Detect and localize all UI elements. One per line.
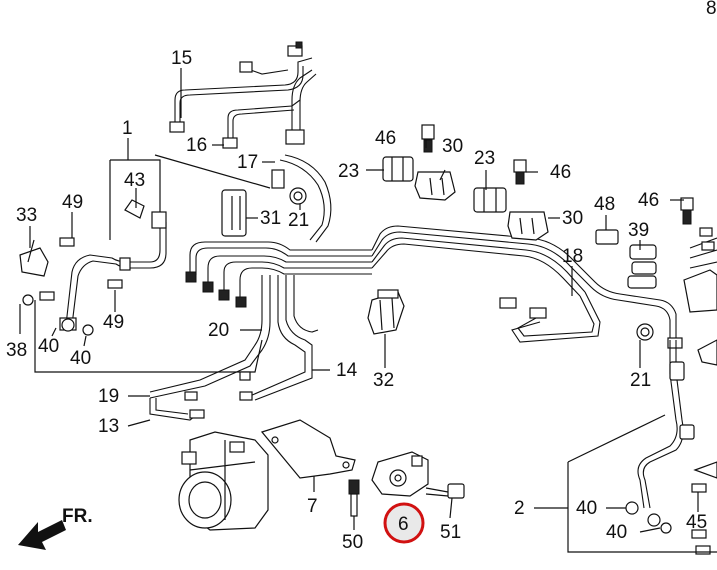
right-side-parts — [595, 197, 717, 341]
callout-7: 7 — [307, 496, 318, 517]
front-direction-arrow: FR. — [18, 506, 93, 550]
callout-38: 38 — [6, 340, 27, 361]
three-way-joint-part-6 — [371, 451, 429, 497]
bolt-part-50 — [348, 479, 360, 517]
callout-40: 40 — [606, 522, 627, 543]
bolt-part-51 — [425, 483, 465, 499]
callout-30: 30 — [562, 208, 583, 229]
clamp-part-32 — [367, 289, 405, 335]
callout-14: 14 — [336, 360, 358, 381]
callout-46: 46 — [375, 128, 396, 149]
callout-33: 33 — [16, 205, 37, 226]
leader-lines — [19, 68, 699, 533]
callout-48: 48 — [594, 194, 615, 215]
callout-20: 20 — [208, 320, 229, 341]
bracket-part-7 — [260, 419, 356, 479]
callout-21: 21 — [630, 370, 651, 391]
clamp-group-upper — [382, 124, 549, 241]
callout-23: 23 — [338, 161, 359, 182]
callout-8: 8 — [706, 0, 717, 19]
callout-46: 46 — [638, 190, 659, 211]
callout-50: 50 — [342, 532, 363, 553]
front-direction-label: FR. — [62, 506, 93, 527]
callout-39: 39 — [628, 220, 649, 241]
callout-labels: 15 16 1 43 17 46 30 23 23 46 33 49 31 21… — [6, 0, 717, 553]
callout-40: 40 — [70, 348, 91, 369]
callout-2: 2 — [514, 498, 525, 519]
highlighted-part-marker — [383, 502, 425, 544]
callout-19: 19 — [98, 386, 119, 407]
callout-17: 17 — [237, 152, 258, 173]
callout-45: 45 — [686, 512, 707, 533]
callout-43: 43 — [124, 170, 145, 191]
callout-31: 31 — [260, 208, 281, 229]
callout-49: 49 — [103, 312, 124, 333]
front-left-hose-group — [19, 154, 271, 373]
callout-6: 6 — [398, 514, 409, 535]
callout-15: 15 — [171, 48, 192, 69]
callout-30: 30 — [442, 136, 463, 157]
callout-21: 21 — [288, 210, 309, 231]
callout-51: 51 — [440, 522, 461, 543]
callout-1: 1 — [122, 118, 133, 139]
callout-40: 40 — [38, 336, 59, 357]
abs-modulator-unit — [178, 431, 269, 531]
rear-right-hose-group — [567, 339, 717, 555]
callout-16: 16 — [186, 135, 207, 156]
callout-32: 32 — [373, 370, 394, 391]
callout-13: 13 — [98, 416, 119, 437]
central-pipe-bundle — [149, 154, 372, 421]
callout-46: 46 — [550, 162, 571, 183]
callout-40: 40 — [576, 498, 597, 519]
callout-18: 18 — [562, 246, 583, 267]
long-brake-pipe-set — [371, 225, 683, 349]
callout-23: 23 — [474, 148, 495, 169]
callout-49: 49 — [62, 192, 83, 213]
